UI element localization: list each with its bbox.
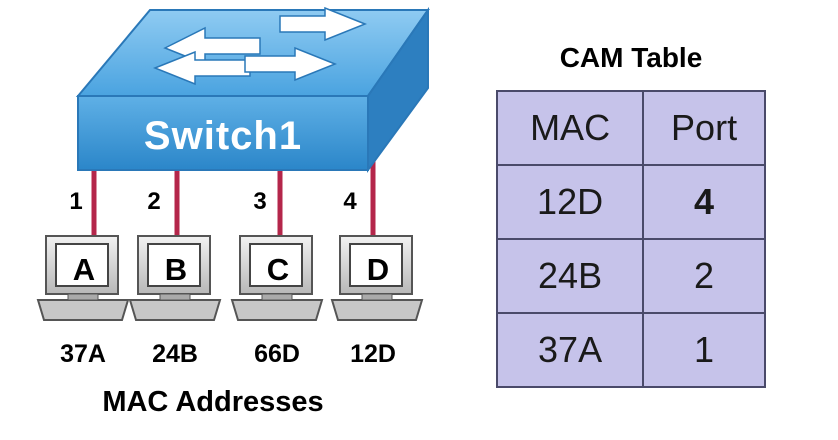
computer-icon-b <box>128 235 222 321</box>
cam-table: MAC Port 12D 4 24B 2 37A 1 <box>495 90 766 388</box>
table-row: 12D 4 <box>495 164 766 240</box>
switch-icon <box>75 6 430 174</box>
cam-cell-port: 4 <box>642 164 766 240</box>
host-letter-b: B <box>164 252 188 287</box>
host-letter-c: C <box>266 252 290 287</box>
host-mac-a: 37A <box>60 340 106 368</box>
cam-cell-mac: 12D <box>495 164 645 240</box>
cam-header-mac: MAC <box>495 90 645 166</box>
switch-label: Switch1 <box>143 113 303 158</box>
cam-table-header-row: MAC Port <box>495 90 766 166</box>
port-number-1: 1 <box>69 188 83 215</box>
port-number-2: 2 <box>147 188 161 215</box>
port-number-3: 3 <box>253 188 267 215</box>
host-letter-a: A <box>72 252 96 287</box>
port-number-4: 4 <box>343 188 357 215</box>
table-row: 37A 1 <box>495 312 766 388</box>
host-mac-b: 24B <box>152 340 198 368</box>
cam-cell-mac: 24B <box>495 238 645 314</box>
cam-cell-mac: 37A <box>495 312 645 388</box>
computer-icon-a <box>36 235 130 321</box>
cam-cell-port: 2 <box>642 238 766 314</box>
host-mac-d: 12D <box>350 340 396 368</box>
computer-icon-d <box>330 235 424 321</box>
table-row: 24B 2 <box>495 238 766 314</box>
cam-header-port: Port <box>642 90 766 166</box>
arrow-icon <box>152 6 368 86</box>
computer-icon-c <box>230 235 324 321</box>
cam-table-title: CAM Table <box>559 42 703 73</box>
host-letter-d: D <box>366 252 390 287</box>
cam-cell-port: 1 <box>642 312 766 388</box>
mac-addresses-caption: MAC Addresses <box>102 386 324 418</box>
host-mac-c: 66D <box>254 340 300 368</box>
